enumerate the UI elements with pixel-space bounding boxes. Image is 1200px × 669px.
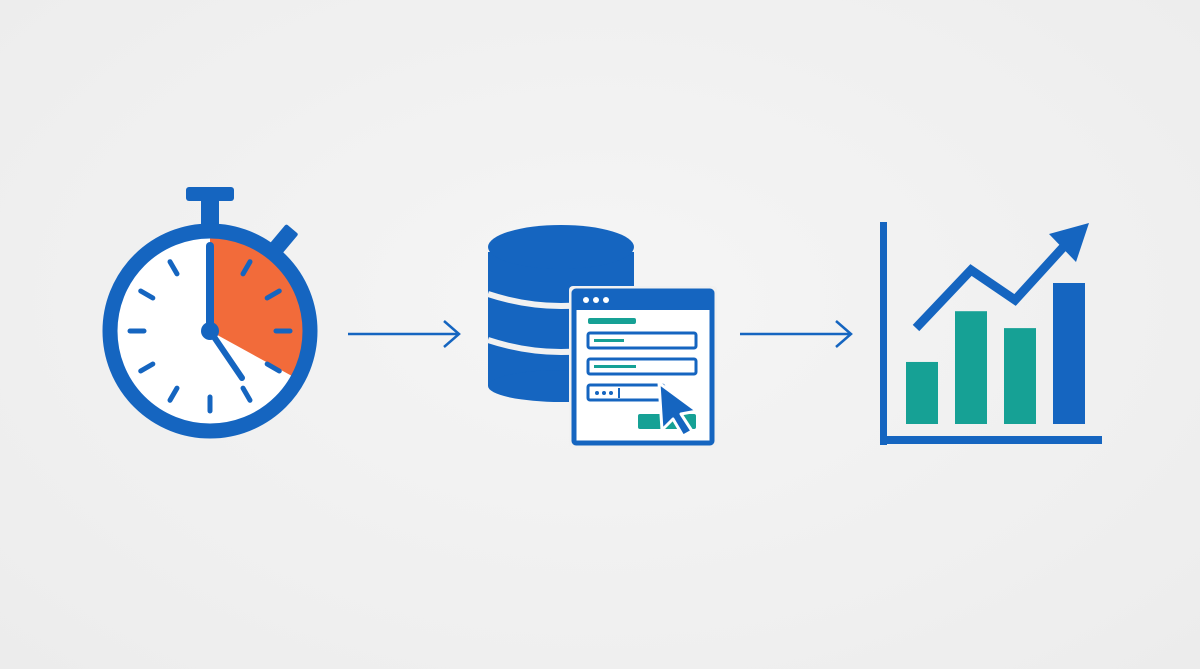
chart-bar bbox=[1053, 283, 1085, 424]
cursor-icon bbox=[657, 381, 699, 438]
stopwatch-crown bbox=[186, 187, 234, 201]
chart-bars bbox=[906, 283, 1085, 424]
chart-bar bbox=[906, 361, 938, 424]
form-field bbox=[586, 357, 698, 376]
stopwatch-tick bbox=[167, 385, 180, 403]
form-password-field bbox=[586, 383, 666, 402]
stopwatch-tick bbox=[138, 288, 156, 301]
stopwatch-tick bbox=[138, 361, 156, 374]
stopwatch-side-button bbox=[270, 224, 298, 254]
stopwatch-stem bbox=[201, 199, 219, 226]
stopwatch-tick bbox=[264, 361, 282, 374]
stopwatch-ticks bbox=[127, 259, 293, 414]
form-label-line bbox=[588, 318, 636, 324]
stopwatch-tick bbox=[240, 385, 253, 403]
stopwatch-icon bbox=[102, 187, 318, 439]
stopwatch-tick bbox=[264, 288, 282, 301]
database-form-icon bbox=[487, 225, 717, 448]
trend-arrow-head bbox=[1049, 223, 1089, 262]
form-window-icon bbox=[569, 286, 717, 448]
form-field bbox=[586, 331, 698, 350]
stopwatch-second-hand bbox=[207, 328, 245, 381]
chart-bar bbox=[1004, 328, 1036, 424]
stopwatch-ring bbox=[102, 223, 318, 439]
stopwatch-tick bbox=[240, 259, 253, 277]
arrow-right-icon bbox=[740, 320, 853, 348]
chart-y-axis bbox=[880, 222, 887, 445]
chart-bar bbox=[955, 311, 987, 424]
stopwatch-elapsed-wedge bbox=[210, 238, 304, 376]
stopwatch-tick bbox=[167, 259, 180, 277]
stopwatch-hub bbox=[201, 322, 219, 340]
arrow-right-icon bbox=[348, 320, 461, 348]
growth-chart-icon bbox=[880, 222, 1102, 445]
trend-line bbox=[912, 239, 1071, 332]
chart-x-axis bbox=[880, 436, 1102, 444]
